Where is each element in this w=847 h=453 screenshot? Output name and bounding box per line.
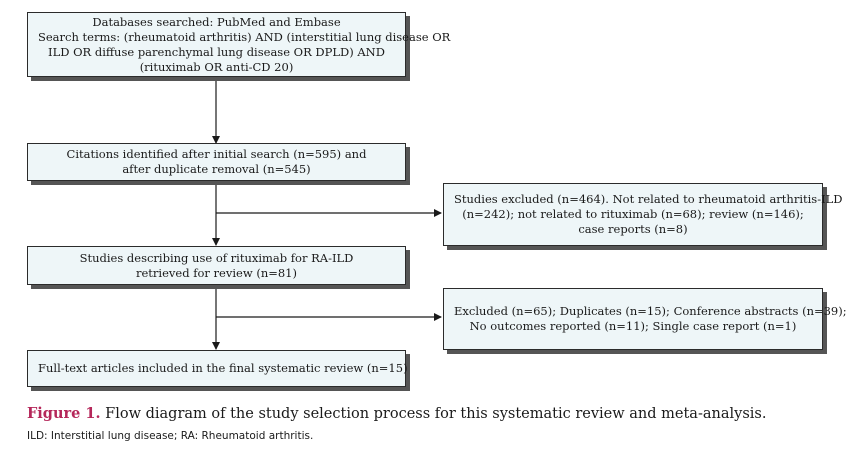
abbreviation-footnote: ILD: Interstitial lung disease; RA: Rheu… bbox=[27, 430, 314, 442]
box-text-line: (rituximab OR anti-CD 20) bbox=[139, 59, 294, 74]
box-text-line: ILD OR diffuse parenchymal lung disease … bbox=[48, 44, 385, 59]
figure-caption-text: Flow diagram of the study selection proc… bbox=[100, 406, 767, 422]
box-text-line: Citations identified after initial searc… bbox=[66, 147, 367, 161]
box-text-line: Search terms: (rheumatoid arthritis) AND… bbox=[38, 29, 451, 44]
studies-retrieved-box: Studies describing use of rituximab for … bbox=[27, 246, 406, 285]
box-text-line: after duplicate removal (n=545) bbox=[122, 162, 311, 176]
studies-excluded-box: Studies excluded (n=464). Not related to… bbox=[443, 183, 843, 246]
articles-included-box: Full-text articles included in the final… bbox=[27, 350, 408, 387]
box-text-line: Full-text articles included in the final… bbox=[38, 361, 408, 375]
box-text-line: Databases searched: PubMed and Embase bbox=[92, 14, 341, 29]
box-text-line: No outcomes reported (n=11); Single case… bbox=[469, 319, 797, 333]
records-excluded-box: Excluded (n=65); Duplicates (n=15); Conf… bbox=[443, 288, 847, 350]
box-text-line: retrieved for review (n=81) bbox=[136, 265, 297, 280]
box-text-line: case reports (n=8) bbox=[578, 222, 688, 236]
box-text-line: Studies excluded (n=464). Not related to… bbox=[454, 192, 843, 206]
figure-caption: Figure 1. Flow diagram of the study sele… bbox=[27, 405, 766, 422]
figure-label: Figure 1. bbox=[27, 405, 101, 422]
citations-identified-box: Citations identified after initial searc… bbox=[27, 143, 406, 181]
box-text-line: Studies describing use of rituximab for … bbox=[79, 250, 354, 265]
box-text-line: (n=242); not related to rituximab (n=68)… bbox=[462, 207, 804, 221]
box-text-line: Excluded (n=65); Duplicates (n=15); Conf… bbox=[454, 304, 847, 318]
